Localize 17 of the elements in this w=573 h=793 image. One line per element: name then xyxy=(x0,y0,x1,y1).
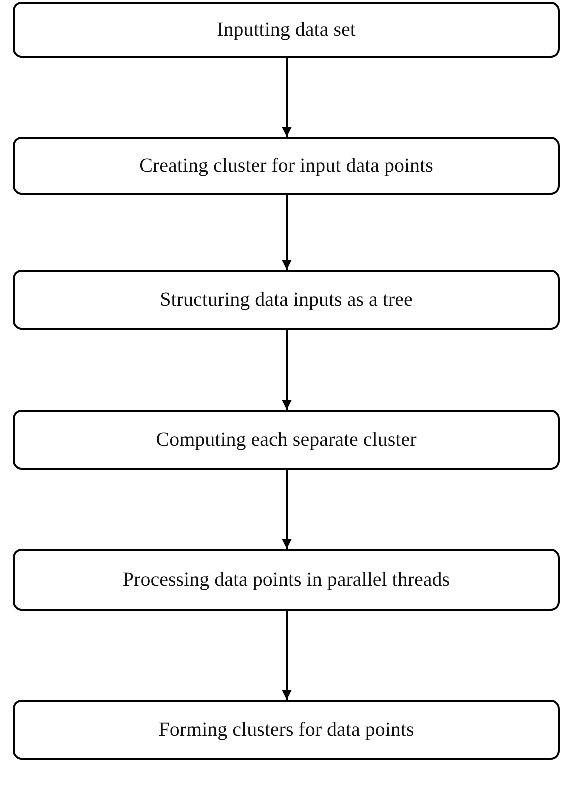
arrow xyxy=(282,195,292,270)
step-text: Structuring data inputs as a tree xyxy=(160,288,413,312)
arrow xyxy=(282,611,292,700)
arrow xyxy=(282,58,292,137)
step-text: Forming clusters for data points xyxy=(158,718,414,742)
process-box xyxy=(13,2,560,58)
step-text: Processing data points in parallel threads xyxy=(122,568,450,592)
process-box xyxy=(13,410,560,470)
arrow xyxy=(282,470,292,549)
step-text: Inputting data set xyxy=(217,18,356,42)
arrow xyxy=(282,330,292,410)
process-box xyxy=(13,700,560,760)
process-box xyxy=(13,137,560,195)
step-text: Computing each separate cluster xyxy=(156,428,417,452)
process-box xyxy=(13,270,560,330)
process-box xyxy=(13,549,560,611)
step-text: Creating cluster for input data points xyxy=(140,154,434,178)
